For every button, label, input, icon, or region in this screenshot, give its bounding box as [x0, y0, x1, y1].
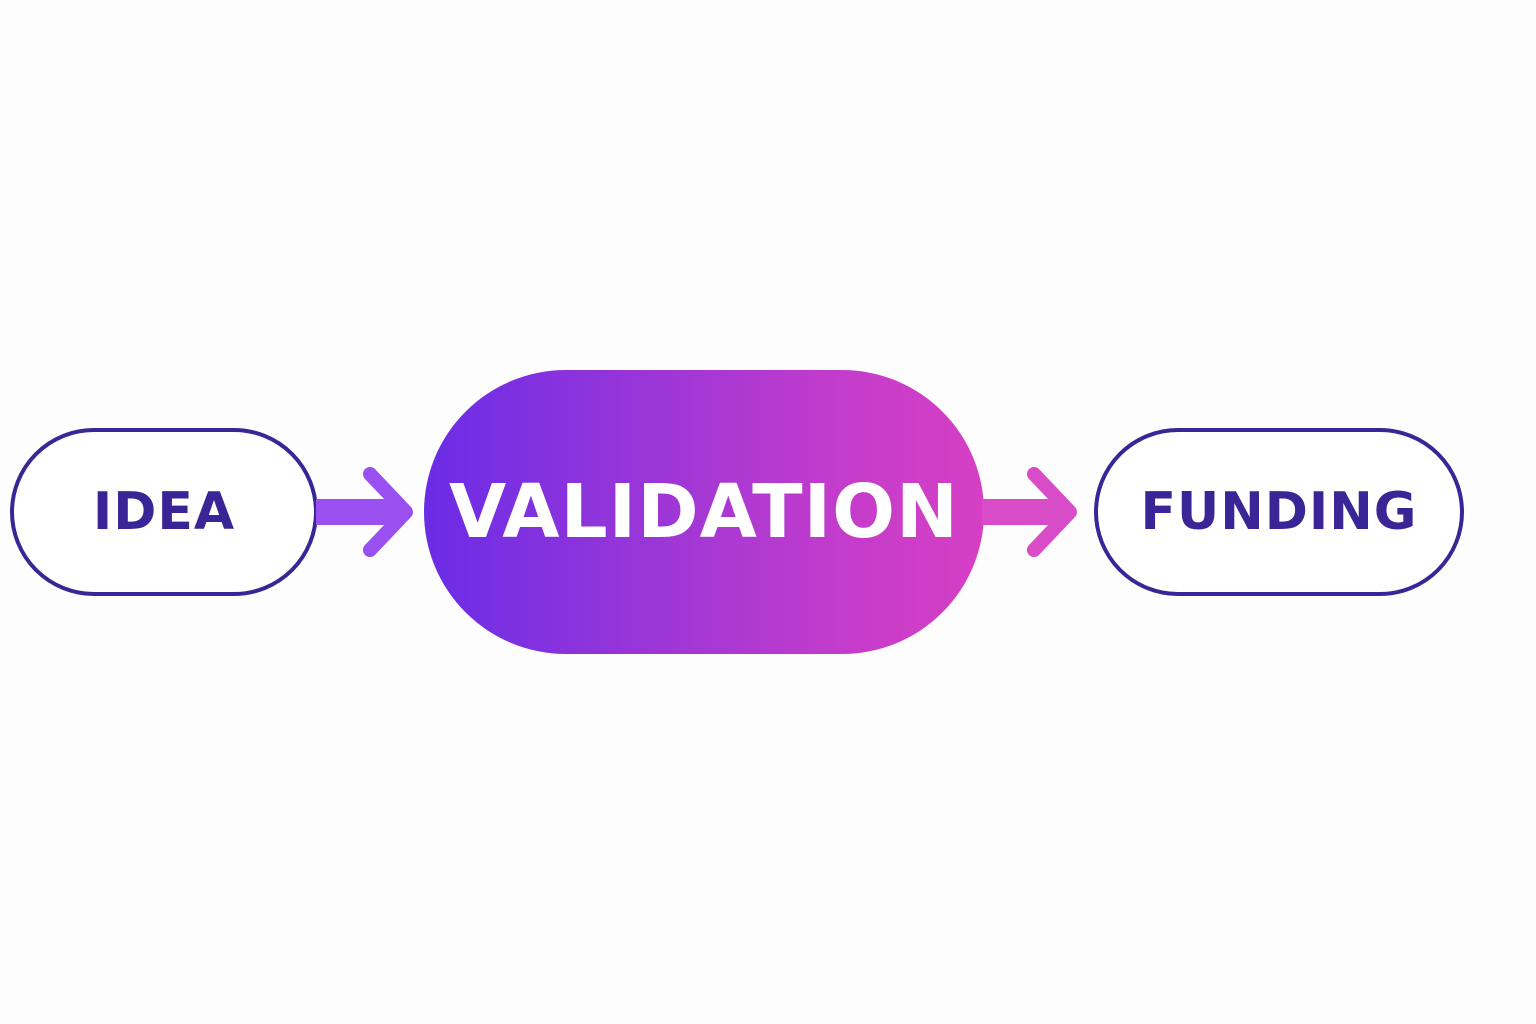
stage-idea-label: IDEA [92, 482, 236, 542]
stage-validation: VALIDATION [424, 370, 984, 654]
stage-validation-label: VALIDATION [448, 469, 959, 555]
stage-funding: FUNDING [1094, 428, 1464, 596]
stage-funding-label: FUNDING [1140, 482, 1418, 542]
stage-idea: IDEA [10, 428, 318, 596]
arrow-right-icon [316, 467, 413, 557]
arrow-right-icon [982, 467, 1077, 557]
